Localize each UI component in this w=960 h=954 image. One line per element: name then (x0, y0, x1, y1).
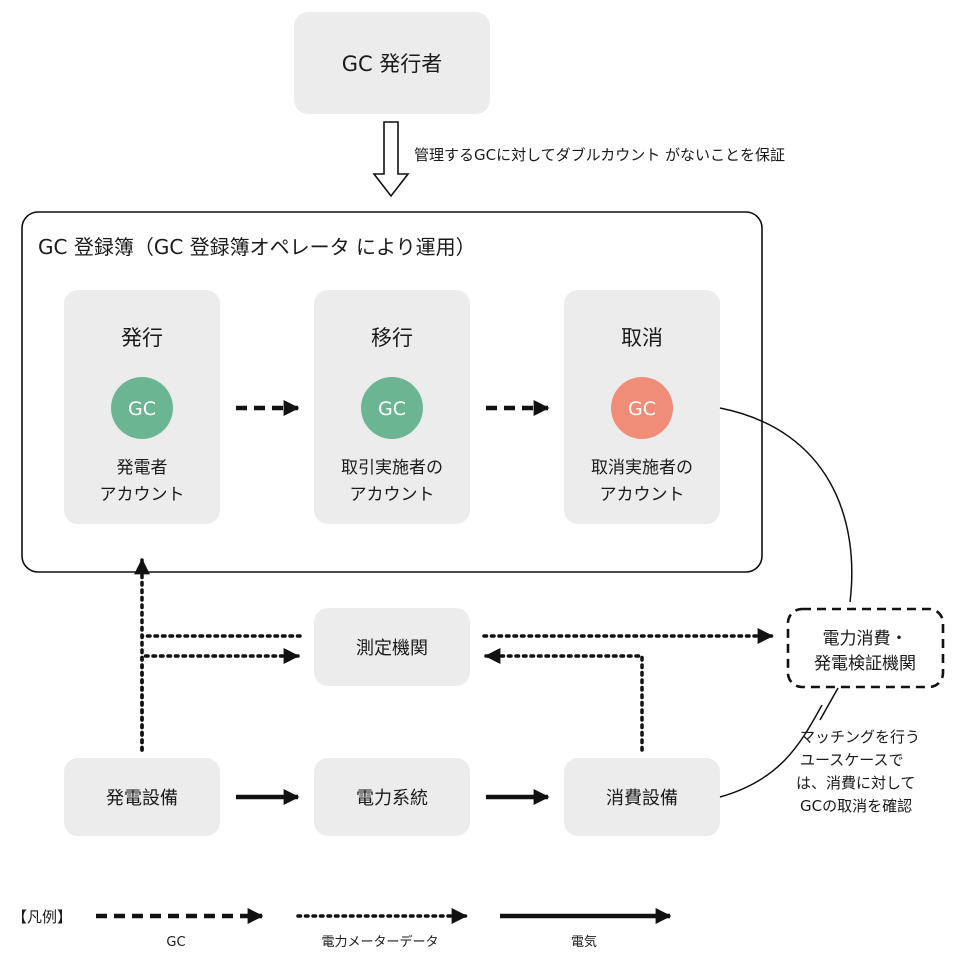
measurement-agency-label: 測定機関 (356, 638, 428, 659)
power-grid-node: 電力系統 (314, 758, 470, 836)
meter-data-arrow (484, 648, 644, 752)
account-line: アカウント (100, 485, 185, 505)
verifier-node: 電力消費・ 発電検証機関 (786, 607, 945, 689)
legend-electricity-label: 電気 (571, 934, 597, 950)
account-line: アカウント (350, 485, 435, 505)
verifier-label: 電力消費・ (823, 629, 908, 649)
gc-badge (111, 377, 173, 439)
verifier-note: マッチングを行う ユースケースで は、消費に対して GCの取消を確認 (796, 728, 920, 815)
note-line: は、消費に対して (796, 774, 916, 792)
verifier-label: 発電検証機関 (814, 654, 916, 674)
stage-cancellation: 取消 GC 取消実施者の アカウント (564, 290, 720, 524)
account-line: 取引実施者の (341, 458, 443, 478)
account-line: 発電者 (117, 458, 168, 478)
measurement-agency-node: 測定機関 (314, 608, 470, 686)
legend-meter-label: 電力メーターデータ (321, 934, 438, 950)
gc-issuer-node: GC 発行者 (294, 12, 490, 114)
legend-title: 【凡例】 (12, 908, 72, 926)
gc-badge (361, 377, 423, 439)
guarantee-arrow (372, 121, 410, 198)
account-line: アカウント (600, 485, 685, 505)
legend: 【凡例】 GC 電力メーターデータ 電気 (12, 908, 672, 950)
generation-facility-node: 発電設備 (64, 758, 220, 836)
stage-heading: 発行 (121, 326, 163, 350)
power-grid-label: 電力系統 (356, 788, 428, 809)
gc-badge-label: GC (378, 398, 406, 420)
guarantee-note: 管理するGCに対してダブルカウント がないことを保証 (414, 146, 785, 164)
cancellation-check-connector (719, 407, 853, 603)
note-line: GCの取消を確認 (800, 797, 912, 815)
note-line: ユースケースで (800, 751, 904, 769)
stage-issuance: 発行 GC 発電者 アカウント (64, 290, 220, 524)
stage-heading: 移行 (371, 326, 413, 350)
meter-data-arrow (140, 648, 300, 752)
consumption-facility-label: 消費設備 (606, 788, 678, 809)
stage-heading: 取消 (621, 326, 663, 350)
note-line: マッチングを行う (800, 728, 920, 746)
account-line: 取消実施者の (591, 458, 693, 478)
registry-title: GC 登録簿（GC 登録簿オペレータ により運用） (38, 235, 476, 259)
gc-badge-label: GC (628, 398, 656, 420)
stage-transfer: 移行 GC 取引実施者の アカウント (314, 290, 470, 524)
generation-facility-label: 発電設備 (106, 788, 178, 809)
gc-badge-label: GC (128, 398, 156, 420)
note-pointer (819, 687, 839, 721)
legend-gc-label: GC (166, 935, 185, 950)
consumption-check-connector (719, 704, 823, 798)
gc-issuer-label: GC 発行者 (342, 52, 443, 76)
consumption-facility-node: 消費設備 (564, 758, 720, 836)
gc-badge (611, 377, 673, 439)
